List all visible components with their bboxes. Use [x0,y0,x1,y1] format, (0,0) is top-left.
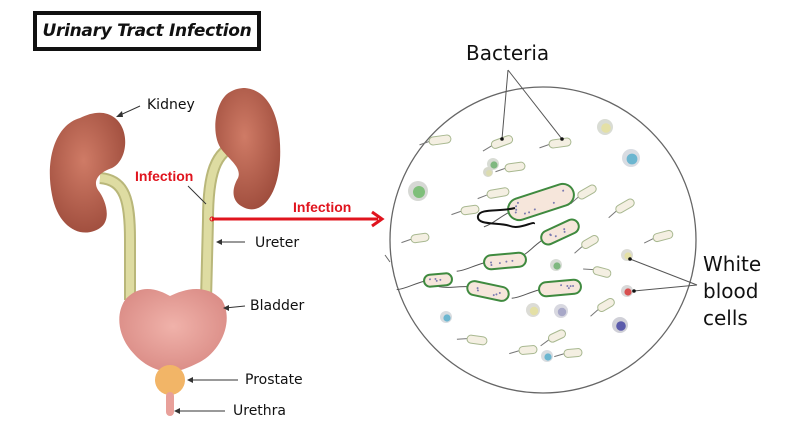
blood-cell [526,303,540,317]
infection-arrow: Infection [210,199,382,226]
urethra-callout: Urethra [174,403,286,419]
blood-cell [550,259,562,271]
urethra-label: Urethra [233,403,286,419]
kidney-callout: Kidney [116,97,195,117]
blood-cell [408,181,428,201]
ureter-label: Ureter [255,235,299,251]
infection-site-callout: Infection [135,168,206,204]
svg-text:White: White [703,252,761,276]
blood-cell [621,285,633,297]
bladder-callout: Bladder [223,298,304,314]
bladder [119,289,226,372]
blood-cell [612,317,628,333]
svg-text:blood: blood [703,279,758,303]
left-kidney [50,113,125,233]
blood-cell [622,149,640,167]
bacteria-label: Bacteria [466,41,549,65]
kidney-label: Kidney [147,97,195,113]
infection-site-label: Infection [135,168,193,184]
bladder-label: Bladder [250,298,304,314]
prostate-label: Prostate [245,372,303,388]
ureter-callout: Ureter [216,235,299,251]
infection-arrow-label: Infection [293,199,351,215]
blood-cell [597,119,613,135]
blood-cell [554,304,568,318]
urethra [166,392,174,416]
blood-cell [440,311,452,323]
prostate [155,365,185,395]
svg-text:cells: cells [703,306,748,330]
blood-cell [483,167,493,177]
prostate-callout: Prostate [187,372,303,388]
right-kidney [215,88,280,209]
wbc-label: White blood cells [703,252,761,330]
blood-cell [541,350,553,362]
